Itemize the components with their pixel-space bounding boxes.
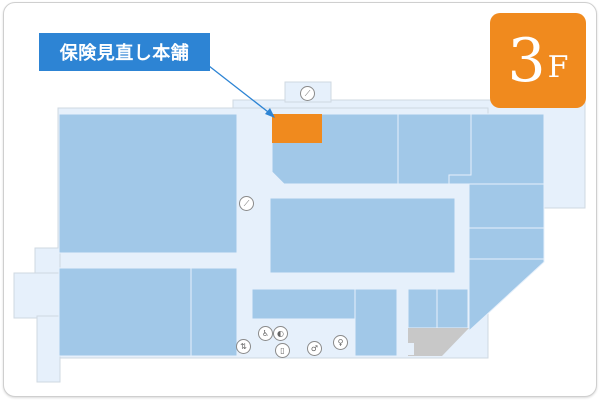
shop-k	[251, 288, 356, 320]
baby-care-icon[interactable]: ◐	[273, 326, 288, 341]
pointer-arrowhead	[265, 108, 275, 118]
shop-n	[436, 288, 469, 329]
shop-l	[354, 288, 398, 357]
floor-number: 3	[507, 25, 546, 96]
shop-e	[397, 113, 472, 185]
shop-g	[269, 197, 456, 274]
shop-a	[58, 113, 238, 254]
female-toilet-icon[interactable]: ♀	[333, 335, 348, 350]
shop-m	[407, 288, 438, 329]
shop-h	[468, 183, 545, 229]
pointer-line	[208, 65, 273, 116]
shop-f	[448, 113, 545, 185]
floor-unit: F	[547, 50, 569, 85]
shops[interactable]	[58, 113, 545, 357]
multipurpose-toilet-icon[interactable]: ▯	[275, 343, 290, 358]
escalator-icon[interactable]: ⟋	[239, 196, 254, 211]
elevator-icon[interactable]: ⇅	[236, 339, 251, 354]
shop-i	[468, 227, 545, 260]
store-name-label: 保険見直し本舗	[39, 33, 210, 71]
shop-b	[58, 267, 192, 357]
highlighted-store[interactable]	[272, 114, 322, 143]
floor-badge: 3 F	[490, 13, 586, 108]
service-area	[408, 328, 469, 356]
male-toilet-icon[interactable]: ♂	[307, 341, 322, 356]
shop-j	[468, 258, 545, 331]
shop-c	[190, 267, 238, 357]
wheelchair-icon[interactable]: ♿	[258, 326, 273, 341]
escalator-icon[interactable]: ⟋	[300, 86, 315, 101]
